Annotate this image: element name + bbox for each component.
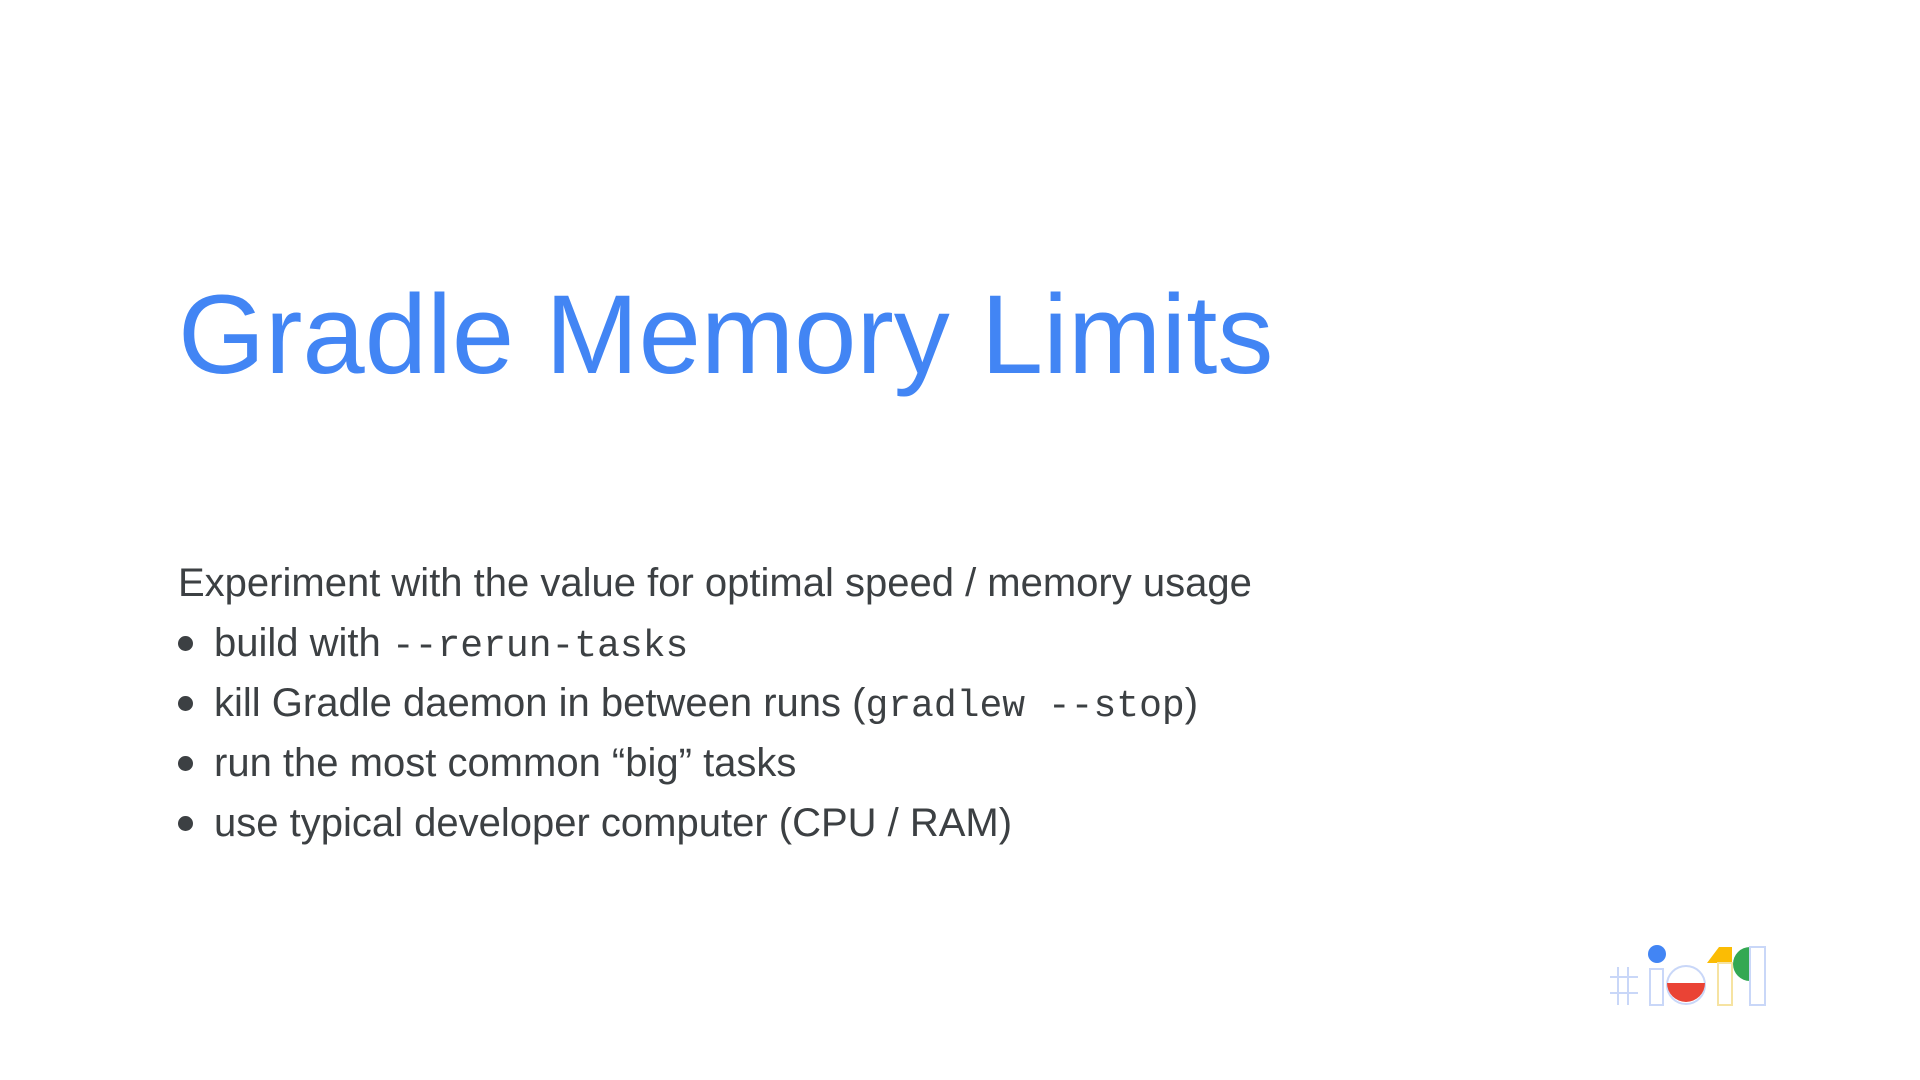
bullet-dot-icon [178,816,193,831]
red-half-circle-icon [1667,983,1705,1002]
nine-stem-outline-icon [1749,946,1766,1006]
i-stem-outline-icon [1649,968,1664,1006]
bullet-suffix: ) [1184,681,1199,725]
bullet-item: build with --rerun-tasks [178,613,1252,673]
google-io-logo-icon [1610,945,1766,1006]
bullet-text: use typical developer computer (CPU / RA… [214,801,1013,845]
bullet-item: use typical developer computer (CPU / RA… [178,793,1252,853]
bullet-code: gradlew --stop [865,685,1185,728]
blue-dot-icon [1648,945,1666,963]
bullet-dot-icon [178,696,193,711]
slide-title: Gradle Memory Limits [178,272,1274,397]
intro-text: Experiment with the value for optimal sp… [178,561,1252,605]
green-half-circle-icon [1733,947,1750,981]
bullet-text: kill Gradle daemon in between runs ( [214,681,866,725]
yellow-shape-icon [1707,947,1732,963]
slide-body: Experiment with the value for optimal sp… [178,553,1252,853]
bullet-item: kill Gradle daemon in between runs (grad… [178,673,1252,733]
bullet-dot-icon [178,756,193,771]
bullet-dot-icon [178,636,193,651]
one-stem-outline-icon [1717,962,1733,1006]
bullet-text: run the most common “big” tasks [214,741,797,785]
bullet-text: build with [214,621,392,665]
bullet-code: --rerun-tasks [391,625,689,668]
bullet-list: build with --rerun-tasks kill Gradle dae… [178,613,1252,853]
hash-icon [1610,967,1638,1005]
bullet-item: run the most common “big” tasks [178,733,1252,793]
o-outline-icon [1666,965,1706,1005]
